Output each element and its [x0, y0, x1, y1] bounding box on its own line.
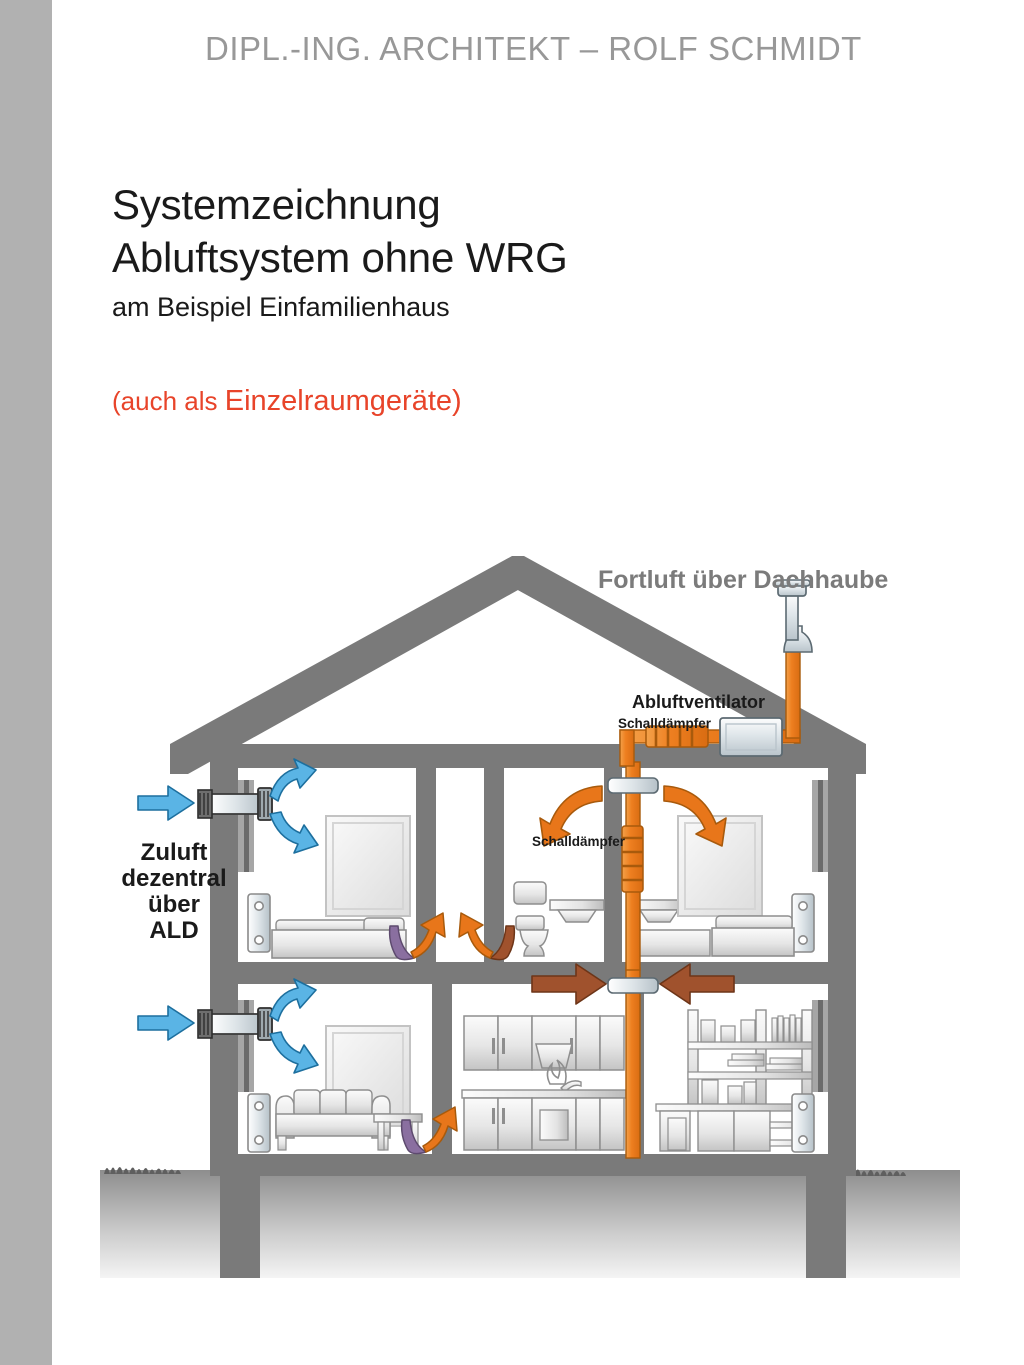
supply-curve-down-upper	[269, 811, 319, 854]
overflow-purple-ground	[400, 1119, 427, 1155]
note-prefix: (auch als	[112, 386, 225, 416]
overflow-brown-upper-right	[489, 925, 516, 961]
overflow-orange-upper-right	[458, 912, 494, 959]
system-drawing: Fortluft über Dachhaube Abluftventilator…	[80, 548, 980, 1278]
radiator-upper-left	[247, 893, 271, 953]
room-bath-upper	[513, 881, 605, 957]
label-fortluft: Fortluft über Dachhaube	[598, 566, 888, 594]
label-zuluft-line-4: ALD	[149, 917, 198, 944]
washbasin-left	[549, 899, 605, 923]
note-einzelraumgeraete: (auch als Einzelraumgeräte)	[112, 385, 462, 418]
page-header-title: DIPL.-ING. ARCHITEKT – ROLF SCHMIDT	[205, 30, 862, 67]
title-line-2: Abluftsystem ohne WRG	[112, 234, 568, 281]
overflow-orange-ground	[422, 1106, 458, 1153]
exhaust-duct-system	[607, 579, 813, 1159]
supply-curve-up-lower	[269, 978, 317, 1022]
note-emphasis: Einzelraumgeräte)	[224, 385, 462, 417]
room-living-ground	[247, 1025, 423, 1153]
supply-curve-up-upper	[269, 758, 317, 802]
supply-air-arrow-upper	[137, 785, 195, 821]
room-bedroom-upper	[247, 815, 411, 959]
abluftventilator-unit	[719, 717, 783, 757]
label-zuluft-line-2: dezentral	[121, 865, 226, 892]
duct-collars	[607, 777, 659, 994]
radiator-lower-left	[247, 1093, 271, 1153]
ald-device-lower	[197, 1007, 273, 1041]
radiator-lower-right	[791, 1093, 815, 1153]
bed-upper-right	[711, 915, 795, 957]
diagram-labels: Fortluft über Dachhaube Abluftventilator…	[121, 566, 888, 944]
supply-air-arrow-lower	[137, 1005, 195, 1041]
label-zuluft-line-1: Zuluft	[141, 839, 208, 866]
airflow-arrows	[137, 758, 735, 1155]
supply-curve-down-lower	[269, 1031, 319, 1074]
washbasin-right	[631, 899, 687, 923]
cooktop-flame	[546, 1059, 582, 1094]
extract-arrow-upper-right	[663, 785, 727, 847]
overflow-orange-upper-left	[410, 912, 446, 959]
window-upper-left	[325, 815, 411, 917]
label-abluftventilator: Abluftventilator	[632, 692, 765, 712]
label-schalldaempfer-attic: Schalldämpfer	[618, 716, 712, 731]
extract-arrow-upper-left	[539, 785, 603, 847]
coffee-table	[373, 1113, 423, 1151]
extract-arrow-lower-right	[659, 963, 735, 1005]
bed-upper-left	[271, 917, 407, 959]
ald-device-upper	[197, 787, 273, 821]
sofa	[275, 1089, 391, 1151]
radiator-upper-right	[791, 893, 815, 953]
sidebar-decorative-band	[0, 0, 52, 1365]
room-study-ground	[655, 1009, 815, 1153]
toilet-upper	[515, 915, 549, 957]
schalldaempfer-shaft	[621, 825, 644, 893]
grass-right	[842, 1169, 906, 1176]
schalldaempfer-attic	[645, 725, 709, 748]
extract-arrow-lower-left	[531, 963, 607, 1005]
grass-left	[104, 1167, 181, 1174]
room-kitchen-ground	[461, 1015, 627, 1151]
label-schalldaempfer-shaft: Schalldämpfer	[532, 834, 626, 849]
title-subtitle: am Beispiel Einfamilienhaus	[112, 292, 450, 322]
label-zuluft-line-3: über	[148, 891, 200, 918]
overflow-purple-upper-left	[388, 925, 415, 961]
title-block: Systemzeichnung Abluftsystem ohne WRG am…	[112, 178, 872, 327]
title-line-1: Systemzeichnung	[112, 181, 441, 228]
dachhaube-roof-cowl	[773, 579, 813, 653]
